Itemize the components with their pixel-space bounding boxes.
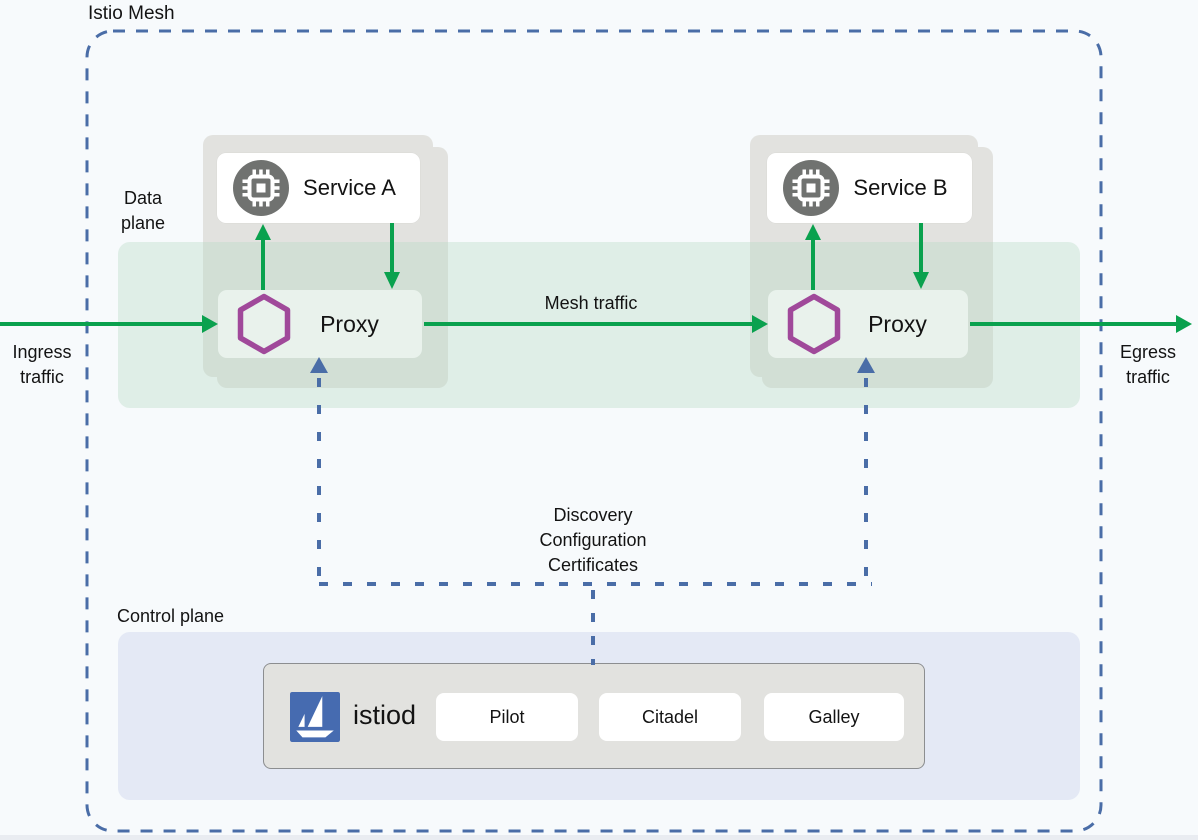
service-b-node: Service B [767, 153, 972, 223]
ingress-traffic-label: Ingress traffic [12, 342, 72, 387]
pilot-component: Pilot [436, 693, 578, 741]
proxy-to-istiod-label: Discovery Configuration Certificates [539, 505, 647, 575]
istio-sail-icon [290, 692, 340, 747]
envoy-hexagon-icon [787, 293, 841, 360]
proxy-a-node: Proxy [218, 290, 422, 358]
microchip-icon [233, 160, 289, 221]
galley-component: Galley [764, 693, 904, 741]
control-plane-label: Control plane [117, 606, 225, 626]
citadel-component: Citadel [599, 693, 741, 741]
bottom-edge-strip [0, 835, 1198, 840]
mesh-traffic-label: Mesh traffic [544, 293, 638, 313]
proxy-b-node: Proxy [768, 290, 968, 358]
egress-arrowhead [1176, 315, 1192, 333]
data-plane-label: Data plane [120, 188, 166, 233]
mesh-title: Istio Mesh [88, 3, 175, 24]
service-a-node: Service A [217, 153, 420, 223]
istiod-label: istiod [353, 700, 417, 730]
microchip-icon [783, 160, 839, 221]
egress-traffic-label: Egress traffic [1119, 342, 1177, 387]
istiod-box: istiod Pilot Citadel Galley [263, 663, 925, 769]
envoy-hexagon-icon [237, 293, 291, 360]
